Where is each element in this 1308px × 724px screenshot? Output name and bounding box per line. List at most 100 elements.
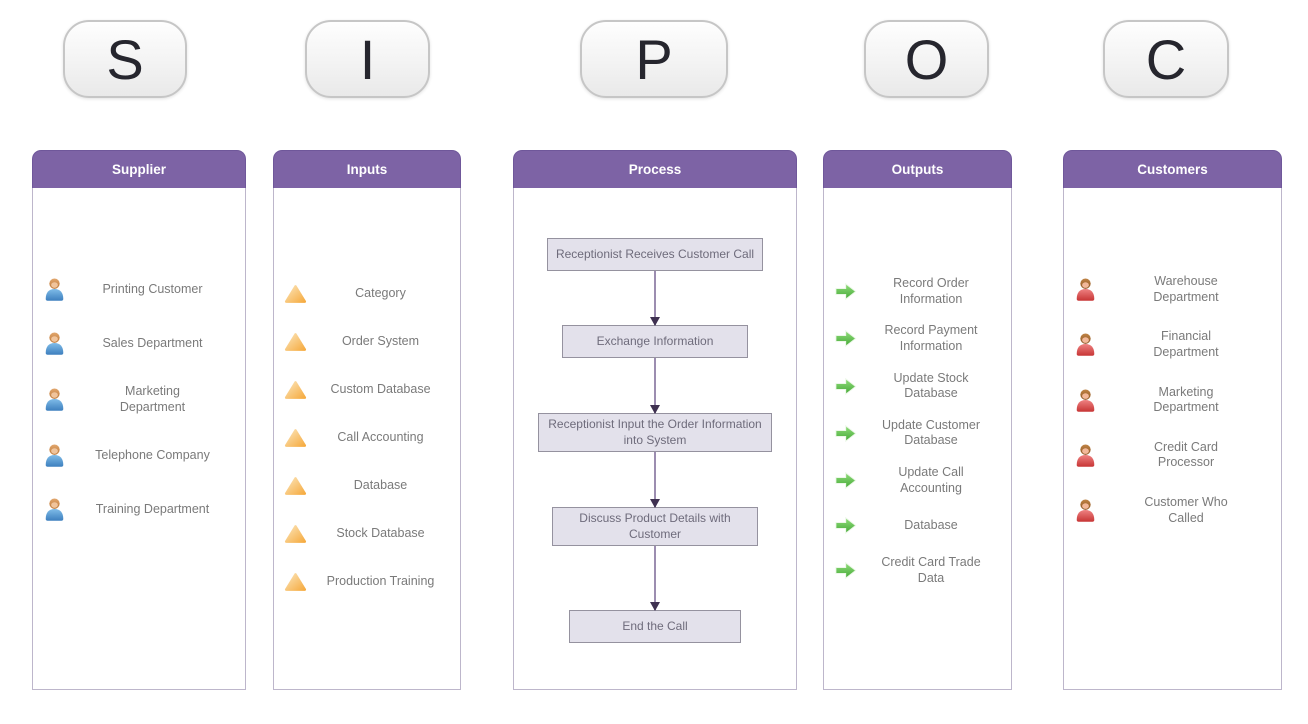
badge-o: O xyxy=(864,20,989,98)
process-step: Discuss Product Details with Customer xyxy=(552,507,758,547)
customers-item-label: Financial Department xyxy=(1153,329,1219,359)
supplier-item: Training Department xyxy=(41,496,237,523)
person-blue-icon xyxy=(41,442,68,469)
supplier-item-label: Sales Department xyxy=(102,335,203,350)
flow-arrow-down-icon xyxy=(654,452,656,508)
flow-arrow-down-icon xyxy=(654,358,656,413)
process-header: Process xyxy=(513,150,797,188)
inputs-item: Category xyxy=(282,280,452,307)
arrow-right-green-icon xyxy=(832,467,859,494)
supplier-item-label: Telephone Company xyxy=(95,447,210,462)
outputs-item: Update Call Accounting xyxy=(832,465,1003,496)
flow-arrow-down-icon xyxy=(654,546,656,611)
customers-item: Credit Card Processor xyxy=(1072,440,1273,471)
customers-header: Customers xyxy=(1063,150,1282,188)
inputs-item: Stock Database xyxy=(282,520,452,547)
supplier-item-label: Marketing Department xyxy=(119,384,186,414)
badge-s: S xyxy=(63,20,187,98)
person-blue-icon xyxy=(41,330,68,357)
badge-i-letter: I xyxy=(359,27,376,91)
process-step: Exchange Information xyxy=(562,325,748,358)
customers-item-label: Customer Who Called xyxy=(1144,495,1228,525)
person-red-icon xyxy=(1072,387,1099,414)
person-blue-icon xyxy=(41,496,68,523)
triangle-orange-icon xyxy=(282,376,309,403)
badge-c: C xyxy=(1103,20,1229,98)
inputs-item-label: Category xyxy=(355,285,406,300)
customers-item: Financial Department xyxy=(1072,329,1273,360)
arrow-right-green-icon xyxy=(832,373,859,400)
process-body: Receptionist Receives Customer Call Exch… xyxy=(513,188,797,690)
process-column: Process Receptionist Receives Customer C… xyxy=(513,150,797,690)
person-red-icon xyxy=(1072,331,1099,358)
inputs-item: Order System xyxy=(282,328,452,355)
customers-body: Warehouse Department Financial Departmen… xyxy=(1063,188,1282,690)
supplier-item: Telephone Company xyxy=(41,442,237,469)
arrow-right-green-icon xyxy=(832,325,859,352)
outputs-header: Outputs xyxy=(823,150,1012,188)
inputs-item: Call Accounting xyxy=(282,424,452,451)
triangle-orange-icon xyxy=(282,424,309,451)
person-red-icon xyxy=(1072,276,1099,303)
triangle-orange-icon xyxy=(282,520,309,547)
process-step: Receptionist Receives Customer Call xyxy=(547,238,763,271)
outputs-column: Outputs Record Order Information Record … xyxy=(823,150,1012,690)
inputs-item: Database xyxy=(282,472,452,499)
person-blue-icon xyxy=(41,276,68,303)
inputs-item-label: Database xyxy=(353,477,408,492)
customers-column: Customers Warehouse Department Financial… xyxy=(1063,150,1282,690)
person-red-icon xyxy=(1072,442,1099,469)
outputs-item-label: Record Order Information xyxy=(893,276,969,306)
triangle-orange-icon xyxy=(282,472,309,499)
outputs-item: Record Order Information xyxy=(832,276,1003,307)
outputs-item-label: Update Stock Database xyxy=(893,370,969,401)
outputs-item-label: Database xyxy=(904,517,958,532)
arrow-right-green-icon xyxy=(832,278,859,305)
outputs-item-label: Record Payment Information xyxy=(884,323,978,353)
outputs-item: Credit Card Trade Data xyxy=(832,555,1003,586)
supplier-item: Marketing Department xyxy=(41,384,237,415)
arrow-right-green-icon xyxy=(832,512,859,539)
badge-c-letter: C xyxy=(1145,27,1187,91)
inputs-item-label: Call Accounting xyxy=(337,429,424,444)
outputs-item: Record Payment Information xyxy=(832,323,1003,354)
customers-item-label: Warehouse Department xyxy=(1153,274,1219,304)
triangle-orange-icon xyxy=(282,280,309,307)
person-blue-icon xyxy=(41,386,68,413)
outputs-item-label: Credit Card Trade Data xyxy=(881,555,981,585)
outputs-body: Record Order Information Record Payment … xyxy=(823,188,1012,690)
arrow-right-green-icon xyxy=(832,557,859,584)
supplier-column: Supplier Printing Customer Sales Departm… xyxy=(32,150,246,690)
badge-p-letter: P xyxy=(635,27,673,91)
process-step: End the Call xyxy=(569,610,741,644)
badge-o-letter: O xyxy=(904,27,949,91)
inputs-item-label: Custom Database xyxy=(330,381,431,396)
inputs-item-label: Production Training xyxy=(326,573,435,588)
outputs-item: Database xyxy=(832,512,1003,539)
supplier-header: Supplier xyxy=(32,150,246,188)
inputs-body: Category Order System Custom Database Ca… xyxy=(273,188,461,690)
outputs-item-label: Update Customer Database xyxy=(882,417,980,448)
inputs-header: Inputs xyxy=(273,150,461,188)
supplier-item: Sales Department xyxy=(41,330,237,357)
inputs-item-label: Stock Database xyxy=(336,525,425,540)
customers-item: Customer Who Called xyxy=(1072,495,1273,526)
inputs-item-label: Order System xyxy=(341,333,420,348)
customers-item: Warehouse Department xyxy=(1072,274,1273,305)
outputs-item: Update Customer Database xyxy=(832,418,1003,449)
badge-p: P xyxy=(580,20,728,98)
inputs-column: Inputs Category Order System Custom Data… xyxy=(273,150,461,690)
inputs-item: Production Training xyxy=(282,568,452,595)
outputs-item-label: Update Call Accounting xyxy=(898,465,964,495)
arrow-right-green-icon xyxy=(832,420,859,447)
person-red-icon xyxy=(1072,497,1099,524)
triangle-orange-icon xyxy=(282,568,309,595)
inputs-item: Custom Database xyxy=(282,376,452,403)
outputs-item: Update Stock Database xyxy=(832,371,1003,402)
customers-item: Marketing Department xyxy=(1072,385,1273,416)
supplier-item-label: Training Department xyxy=(95,501,210,516)
badge-i: I xyxy=(305,20,430,98)
flow-arrow-down-icon xyxy=(654,271,656,325)
process-step: Receptionist Input the Order Information… xyxy=(538,413,772,453)
customers-item-label: Marketing Department xyxy=(1153,384,1219,415)
